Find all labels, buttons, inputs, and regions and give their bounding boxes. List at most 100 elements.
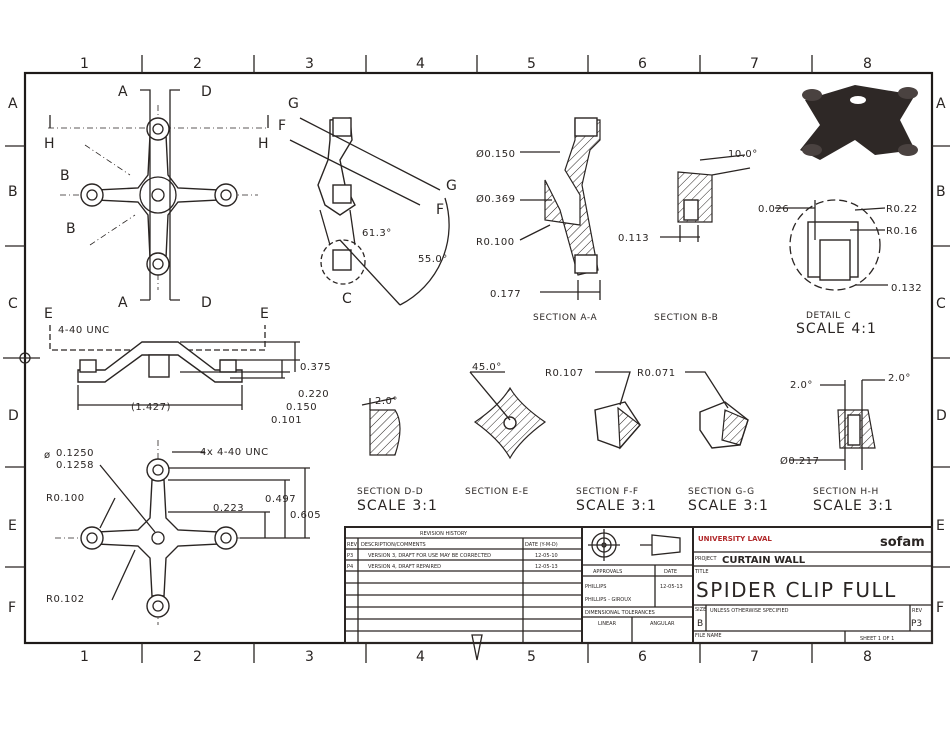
cut-d-top: D bbox=[201, 84, 213, 100]
dim-r016: R0.16 bbox=[886, 226, 918, 237]
rev-value: P3 bbox=[911, 619, 922, 629]
col-2-top: 2 bbox=[193, 56, 202, 72]
top-view: A D H H B B A D bbox=[44, 84, 269, 311]
company-logo: sofam bbox=[880, 535, 925, 550]
col-7-bottom: 7 bbox=[750, 649, 759, 665]
cut-e-left: E bbox=[44, 306, 54, 322]
cut-b-lower: B bbox=[66, 221, 77, 237]
section-g-g-scale: SCALE 3:1 bbox=[688, 498, 769, 514]
dim-0113: 0.113 bbox=[618, 233, 649, 244]
col-6-top: 6 bbox=[638, 56, 647, 72]
rev-p3-desc: VERSION 3, DRAFT FOR USE MAY BE CORRECTE… bbox=[368, 553, 491, 559]
dim-dia-0150: Ø0.150 bbox=[476, 148, 516, 160]
section-e-e-label: SECTION E-E bbox=[465, 487, 529, 497]
row-f-right: F bbox=[936, 600, 944, 616]
row-d-left: D bbox=[8, 408, 19, 424]
dim-r022: R0.22 bbox=[886, 204, 918, 215]
detail-c-label: DETAIL C bbox=[806, 311, 851, 321]
dim-0101: 0.101 bbox=[271, 415, 302, 426]
radius-0100: R0.100 bbox=[46, 493, 85, 504]
row-c-left: C bbox=[8, 296, 18, 312]
row-b-left: B bbox=[8, 184, 18, 200]
grid-labels: 1 2 3 4 5 6 7 8 1 2 3 4 5 6 7 8 A B C D … bbox=[3, 55, 950, 665]
angle-61: 61.3° bbox=[362, 228, 392, 239]
section-g-g: R0.071 SECTION G-G SCALE 3:1 bbox=[637, 368, 769, 514]
dia-lower: 0.1258 bbox=[56, 460, 94, 471]
project-label: PROJECT bbox=[695, 556, 718, 562]
drawn-by: PHILLIPS bbox=[585, 584, 606, 590]
angular-label: ANGULAR bbox=[650, 621, 675, 627]
col-2-bottom: 2 bbox=[193, 649, 202, 665]
dim-r0107: R0.107 bbox=[545, 368, 584, 379]
rev-p3: P3 bbox=[347, 553, 353, 559]
dim-dia-0217: Ø0.217 bbox=[780, 455, 820, 467]
tolerances-label: DIMENSIONAL TOLERANCES bbox=[585, 610, 655, 616]
col-1-bottom: 1 bbox=[80, 649, 89, 665]
dim-1427: (1.427) bbox=[131, 402, 171, 413]
title-block: REVISION HISTORY REV DESCRIPTION/COMMENT… bbox=[344, 526, 933, 644]
isometric-render bbox=[800, 85, 918, 160]
cut-f-lower: F bbox=[436, 202, 445, 218]
row-d-right: D bbox=[936, 408, 947, 424]
cut-a-top: A bbox=[118, 84, 129, 100]
dim-0177: 0.177 bbox=[490, 289, 521, 300]
dim-2deg-h-right: 2.0° bbox=[888, 373, 911, 384]
dia-upper: 0.1250 bbox=[56, 448, 94, 459]
section-f-f-label: SECTION F-F bbox=[576, 487, 639, 497]
dim-2deg-h-left: 2.0° bbox=[790, 380, 813, 391]
desc-header: DESCRIPTION/COMMENTS bbox=[361, 542, 426, 548]
dim-r0071: R0.071 bbox=[637, 368, 676, 379]
section-h-h: 2.0° 2.0° Ø0.217 SECTION H-H SCALE 3:1 bbox=[780, 373, 911, 514]
cut-d-bottom: D bbox=[201, 295, 213, 311]
revision-history-title: REVISION HISTORY bbox=[420, 531, 468, 537]
dim-0223: 0.223 bbox=[213, 503, 244, 514]
cut-g-lower: G bbox=[446, 178, 458, 194]
approvals-label: APPROVALS bbox=[593, 569, 622, 575]
col-4-top: 4 bbox=[416, 56, 425, 72]
col-5-bottom: 5 bbox=[527, 649, 536, 665]
drawing-title: SPIDER CLIP FULL bbox=[696, 578, 897, 602]
col-4-bottom: 4 bbox=[416, 649, 425, 665]
col-3-top: 3 bbox=[305, 56, 314, 72]
title-label: TITLE bbox=[694, 569, 709, 575]
front-view: E E 4-40 UNC 0.375 0.220 0.150 0.101 (1.… bbox=[44, 306, 331, 426]
dim-0605: 0.605 bbox=[290, 510, 321, 521]
section-f-f: R0.107 SECTION F-F SCALE 3:1 bbox=[545, 368, 657, 514]
size-value: B bbox=[697, 619, 703, 629]
date-header: DATE (Y-M-D) bbox=[525, 542, 558, 548]
detail-c-callout: C bbox=[342, 291, 353, 307]
section-e-e: 45.0° SECTION E-E bbox=[465, 362, 547, 497]
section-f-f-scale: SCALE 3:1 bbox=[576, 498, 657, 514]
col-8-bottom: 8 bbox=[863, 649, 872, 665]
dim-10deg: 10.0° bbox=[728, 149, 758, 160]
dim-0497: 0.497 bbox=[265, 494, 296, 505]
section-d-d: 2.0° SECTION D-D SCALE 3:1 bbox=[357, 396, 437, 514]
row-a-left: A bbox=[8, 96, 18, 112]
detail-c: 0.026 R0.22 R0.16 0.132 DETAIL C SCALE 4… bbox=[758, 199, 922, 337]
section-h-h-label: SECTION H-H bbox=[813, 487, 879, 497]
col-6-bottom: 6 bbox=[638, 649, 647, 665]
dim-0220: 0.220 bbox=[298, 389, 329, 400]
col-1-top: 1 bbox=[80, 56, 89, 72]
rev-p4: P4 bbox=[347, 564, 353, 570]
row-b-right: B bbox=[936, 184, 946, 200]
cut-g-upper: G bbox=[288, 96, 300, 112]
cut-a-bottom: A bbox=[118, 295, 129, 311]
dim-0026: 0.026 bbox=[758, 204, 789, 215]
row-f-left: F bbox=[8, 600, 16, 616]
row-e-left: E bbox=[8, 518, 17, 534]
university-logo: UNIVERSITY LAVAL bbox=[698, 535, 772, 543]
rev-header: REV bbox=[347, 542, 358, 548]
section-g-g-label: SECTION G-G bbox=[688, 487, 755, 497]
linear-label: LINEAR bbox=[598, 621, 617, 627]
rev-label: REV bbox=[912, 608, 923, 614]
rev-p3-date: 12-05-10 bbox=[535, 553, 558, 559]
rev-p4-desc: VERSION 4, DRAFT REPAIRED bbox=[368, 564, 441, 570]
cut-h-left: H bbox=[44, 136, 56, 152]
drawn-date: 12-05-13 bbox=[660, 584, 683, 590]
section-d-d-label: SECTION D-D bbox=[357, 487, 423, 497]
thread-callout: 4-40 UNC bbox=[58, 325, 110, 336]
plan-view: ø 0.1250 0.1258 4x 4-40 UNC R0.100 R0.10… bbox=[44, 440, 321, 625]
row-c-right: C bbox=[936, 296, 946, 312]
checked-by: PHILLIPS - GIROUX bbox=[585, 597, 632, 603]
